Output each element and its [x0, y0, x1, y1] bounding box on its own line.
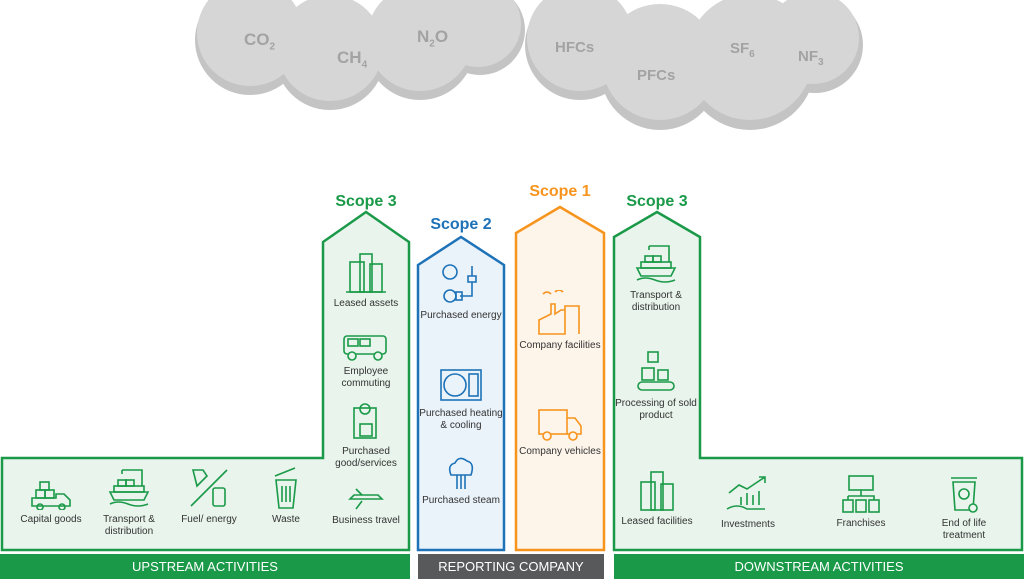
delivery-truck-icon: [538, 409, 582, 441]
item-purchased-heating-cooling: Purchased heating & cooling: [418, 368, 504, 432]
airplane-icon: [348, 488, 384, 510]
item-downstream-transport: Transport & distribution: [613, 242, 699, 314]
cargo-ship-icon: [108, 469, 150, 507]
reporting-company-bar: REPORTING COMPANY: [418, 554, 604, 579]
gas-nf3: NF3: [798, 48, 824, 68]
item-leased-assets: Leased assets: [323, 250, 409, 310]
bulb-plug-icon: [442, 264, 477, 303]
factory-icon: [538, 290, 580, 335]
upstream-outline: [0, 210, 411, 552]
upstream-activities-bar: UPSTREAM ACTIVITIES: [0, 554, 410, 579]
investment-chart-icon: [726, 476, 766, 510]
buildings-icon: [640, 471, 674, 511]
item-purchased-steam: Purchased steam: [418, 455, 504, 507]
item-franchises: Franchises: [818, 474, 904, 530]
item-leased-facilities: Leased facilities: [614, 470, 700, 528]
scope3-upstream-title: Scope 3: [335, 193, 397, 210]
truck-boxes-icon: [31, 481, 71, 510]
bus-icon: [343, 335, 387, 361]
gas-co2: CO2: [244, 30, 276, 53]
item-company-facilities: Company facilities: [517, 290, 603, 352]
item-purchased-goods: Purchased good/services: [323, 402, 409, 470]
item-processing-sold-product: Processing of sold product: [613, 350, 699, 422]
gas-hfcs: HFCs: [555, 39, 595, 56]
hvac-fan-icon: [440, 369, 482, 401]
cloud-left-top: [197, 0, 521, 101]
scope1-title: Scope 1: [529, 183, 591, 200]
gas-n2o: N2O: [417, 27, 449, 50]
downstream-activities-bar: DOWNSTREAM ACTIVITIES: [614, 554, 1024, 579]
downstream-outline: [612, 210, 1024, 552]
item-fuel-energy: Fuel/ energy: [166, 466, 252, 526]
recycle-bin-icon: [951, 477, 978, 513]
conveyor-icon: [637, 351, 675, 391]
fuel-battery-icon: [190, 469, 228, 507]
scope1-outline: [514, 205, 606, 552]
cargo-ship-icon: [635, 245, 677, 283]
gas-ch4: CH4: [337, 48, 368, 71]
scope3-downstream-title: Scope 3: [626, 193, 688, 210]
item-investments: Investments: [705, 475, 791, 531]
item-capital-goods: Capital goods: [8, 480, 94, 526]
storefront-icon: [842, 475, 880, 513]
scope2-title: Scope 2: [430, 216, 492, 233]
item-business-travel: Business travel: [323, 487, 409, 527]
buildings-icon: [346, 253, 386, 293]
trash-bin-icon: [274, 467, 297, 509]
item-end-of-life: End of life treatment: [921, 474, 1007, 542]
item-purchased-energy: Purchased energy: [418, 262, 504, 322]
gas-sf6: SF6: [730, 40, 755, 60]
item-company-vehicles: Company vehicles: [517, 406, 603, 458]
gas-pfcs: PFCs: [637, 67, 676, 84]
goods-clipboard-icon: [353, 403, 377, 439]
item-employee-commuting: Employee commuting: [323, 334, 409, 390]
steam-cloud-icon: [448, 457, 474, 489]
item-upstream-transport: Transport & distribution: [86, 466, 172, 538]
item-waste: Waste: [243, 466, 329, 526]
